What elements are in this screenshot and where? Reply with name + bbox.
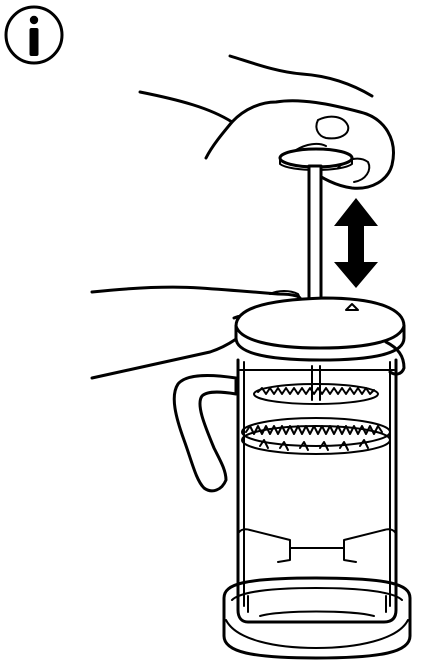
info-icon <box>4 5 64 65</box>
double-arrow-icon <box>334 198 378 288</box>
upper-hand-icon <box>138 54 395 190</box>
lower-filter <box>241 417 391 455</box>
upper-filter <box>253 365 379 405</box>
press-handle <box>172 374 238 493</box>
frame-base <box>222 528 412 660</box>
press-lid <box>234 296 406 362</box>
glass-beaker <box>236 358 398 624</box>
